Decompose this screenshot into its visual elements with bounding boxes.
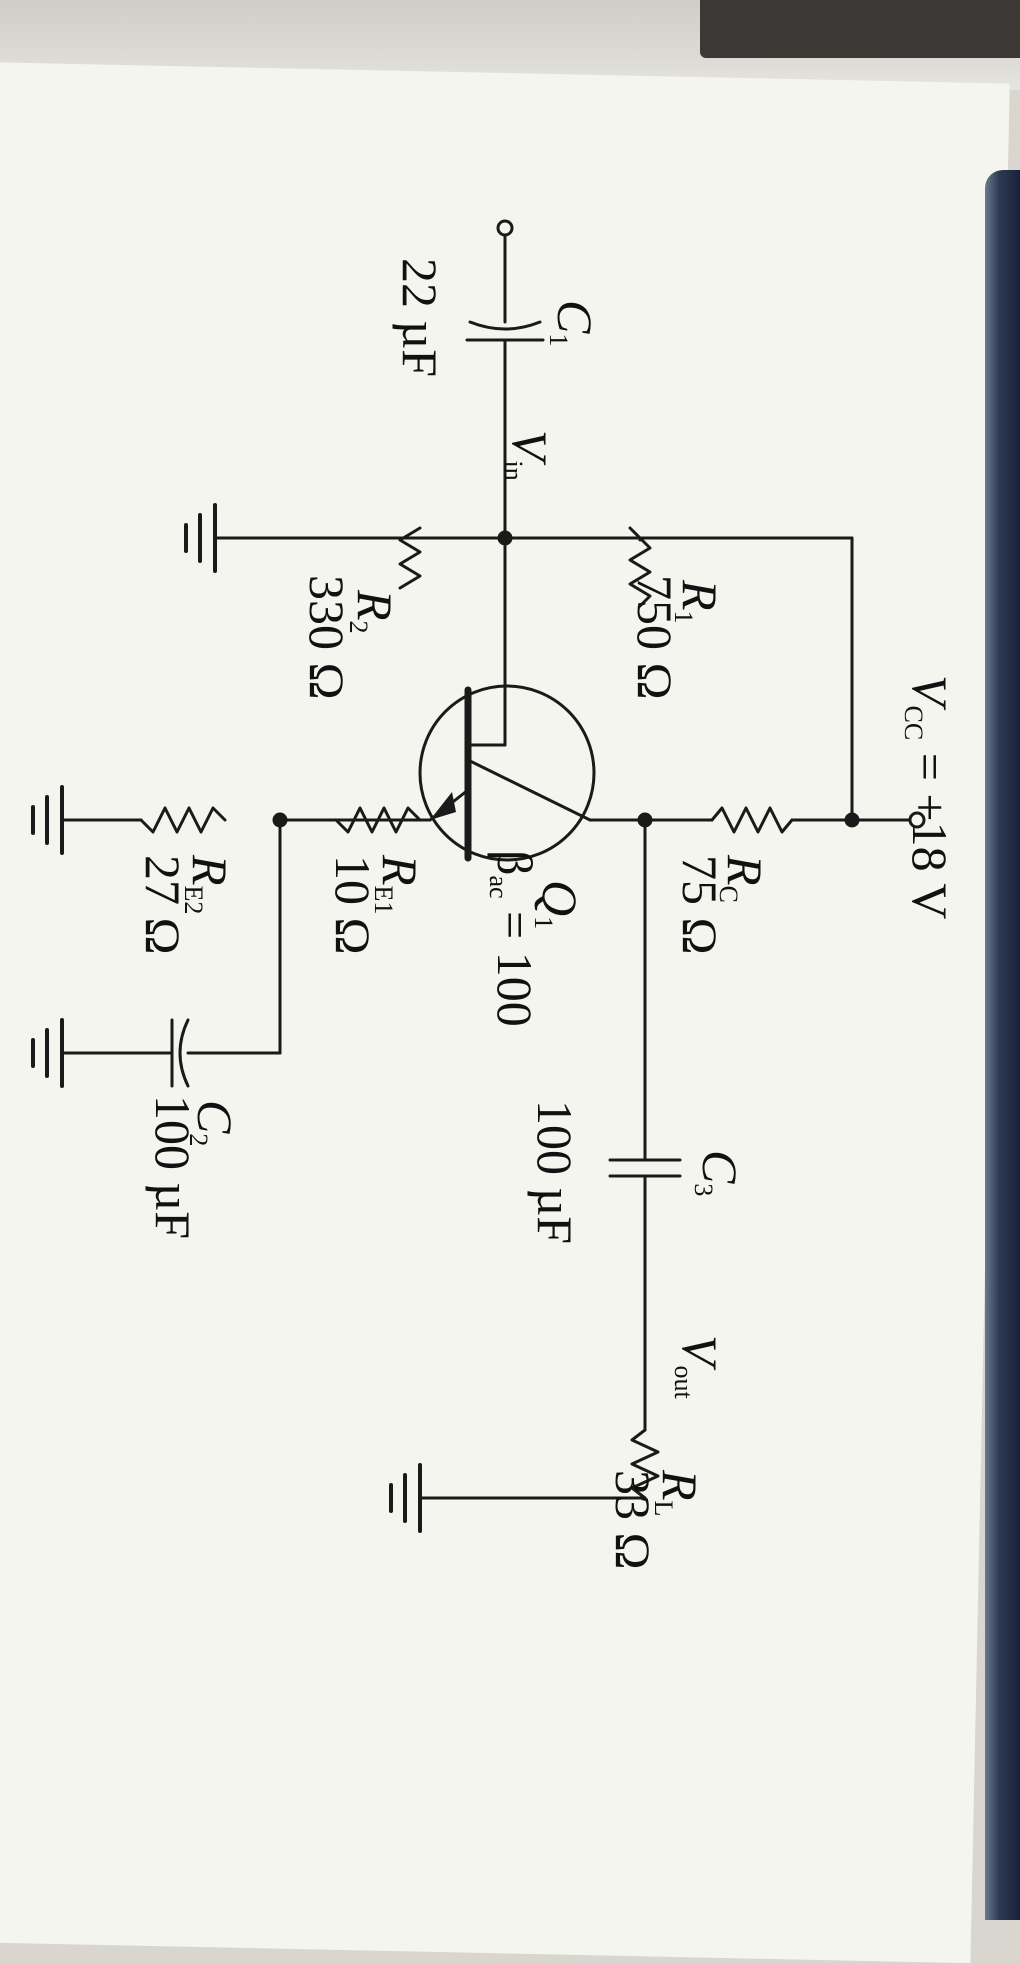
c1-value-label: 22 µF: [392, 258, 448, 378]
q1-beta-label: βac = 100: [484, 850, 543, 1027]
ground-rl: [389, 1463, 422, 1533]
q1-transistor-circle: [418, 684, 596, 862]
rl-value-label: 33 Ω: [605, 1470, 661, 1570]
r2-value-label: 330 Ω: [299, 575, 355, 700]
c3-value-label: 100 µF: [527, 1100, 583, 1245]
input-terminal: [496, 219, 514, 237]
monitor-bezel-top: [700, 0, 1020, 58]
rl-resistor: [630, 1428, 660, 1500]
r2-resistor: [398, 526, 422, 590]
circuit-schematic: [31, 219, 926, 1533]
re1-value-label: 10 Ω: [325, 855, 381, 955]
vin-label: Vin: [499, 430, 558, 481]
r1-resistor: [628, 526, 652, 608]
q1-collector-lead: [466, 758, 592, 822]
re2-value-label: 27 Ω: [135, 855, 191, 955]
rc-value-label: 75 Ω: [672, 855, 728, 955]
circuit-diagram: VCC = +18 V C1 22 µF Vin R1 750 Ω R2 330…: [31, 219, 958, 1570]
r1-value-label: 750 Ω: [627, 575, 683, 700]
ground-re2: [31, 785, 64, 855]
monitor-bezel-right: [985, 170, 1020, 1920]
c3-name-label: C3: [689, 1150, 748, 1197]
c1-plate-curved: [468, 320, 542, 331]
ground-r2: [184, 503, 217, 573]
ground-c2: [31, 1018, 64, 1088]
c2-value-label: 100 µF: [145, 1095, 201, 1240]
c1-name-label: C1: [544, 300, 603, 347]
vout-label: Vout: [669, 1335, 728, 1399]
rc-resistor: [710, 806, 794, 834]
c2-plate-curved: [178, 1018, 190, 1088]
re2-resistor: [139, 806, 227, 834]
vcc-label: VCC = +18 V: [899, 675, 958, 920]
re1-resistor: [334, 806, 422, 834]
vcc-terminal: [908, 811, 926, 829]
q1-emitter-arrow: [430, 792, 456, 820]
